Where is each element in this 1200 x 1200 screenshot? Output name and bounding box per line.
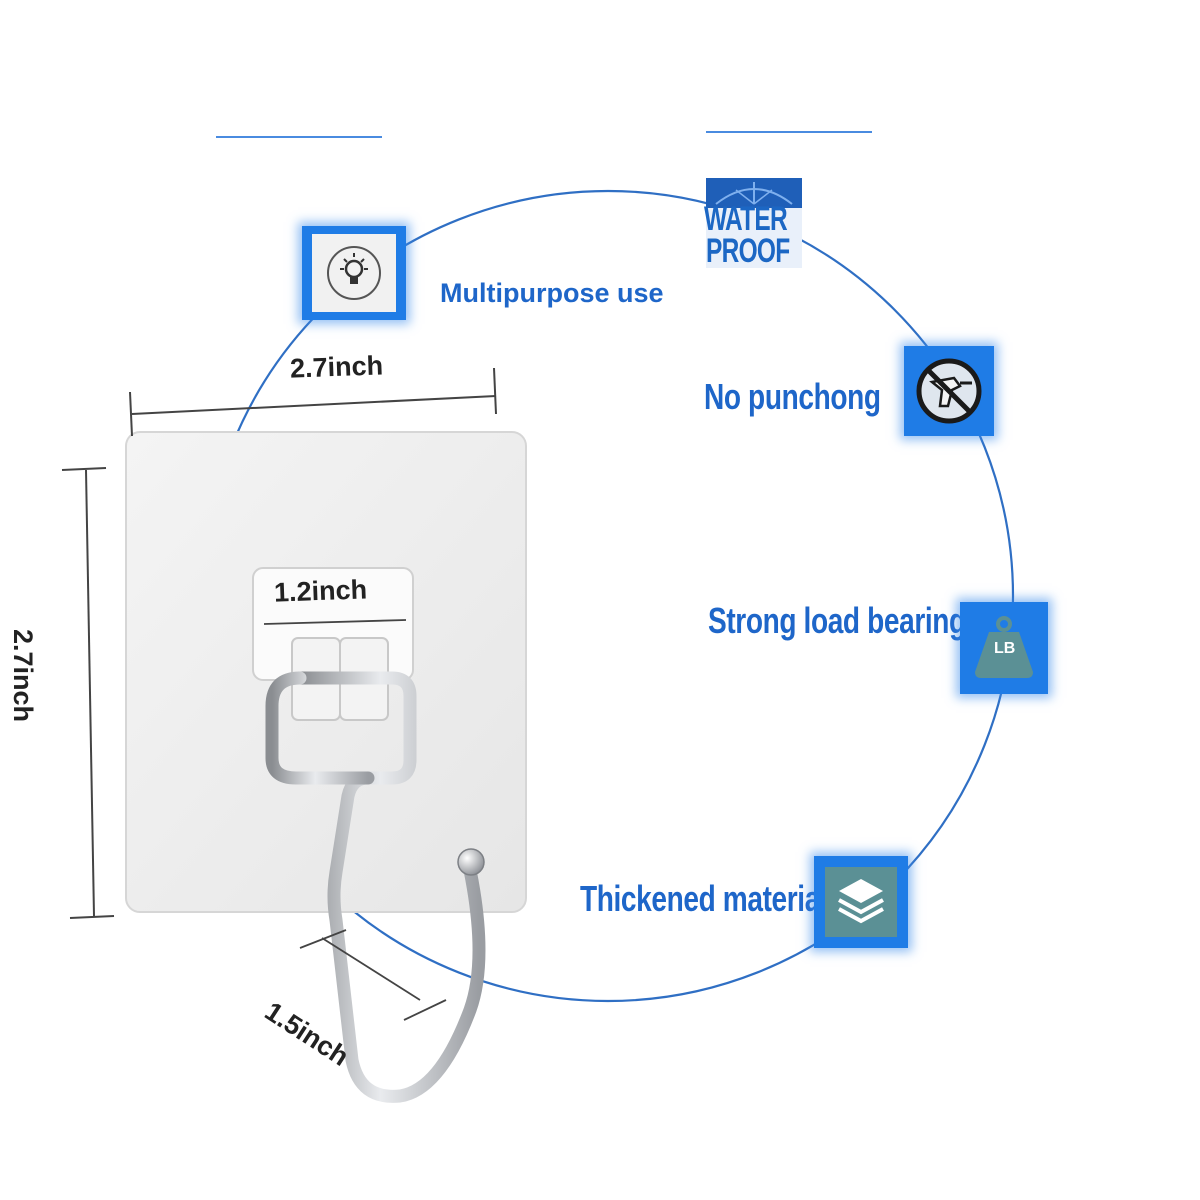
hook-dimension-line-bottom — [403, 999, 447, 1021]
layers-icon — [825, 867, 897, 937]
load-label: Strong load bearing — [708, 600, 966, 641]
width-dimension-line — [131, 395, 497, 415]
no-drill-icon — [916, 358, 982, 424]
width-dimension-label: 2.7inch — [289, 350, 384, 384]
width-dimension-tick-left — [129, 391, 133, 437]
hook-dimension-line — [321, 937, 421, 1001]
umbrella-icon — [706, 178, 802, 208]
width-dimension-tick-right — [493, 367, 497, 415]
plate-dimension-label: 1.2inch — [273, 574, 368, 608]
hook-loop — [265, 671, 375, 785]
waterproof-line1: WATER — [704, 200, 788, 238]
no-punch-label: No punchong — [704, 376, 881, 417]
load-badge-text: LB — [994, 640, 1016, 657]
hook-ball-tip — [457, 848, 485, 876]
lightbulb-icon — [327, 246, 381, 300]
multipurpose-label: Multipurpose use — [440, 278, 664, 308]
waterproof-line2: PROOF — [706, 232, 790, 270]
hook-frame — [293, 671, 486, 1103]
plate-dimension-line — [263, 619, 407, 625]
weight-icon — [975, 616, 1033, 678]
height-dimension-line — [85, 469, 95, 917]
thickened-label: Thickened material — [580, 878, 828, 919]
height-dimension-label: 2.7inch — [8, 628, 39, 723]
height-dimension-tick-bottom — [69, 915, 115, 919]
height-dimension-tick-top — [61, 467, 107, 471]
